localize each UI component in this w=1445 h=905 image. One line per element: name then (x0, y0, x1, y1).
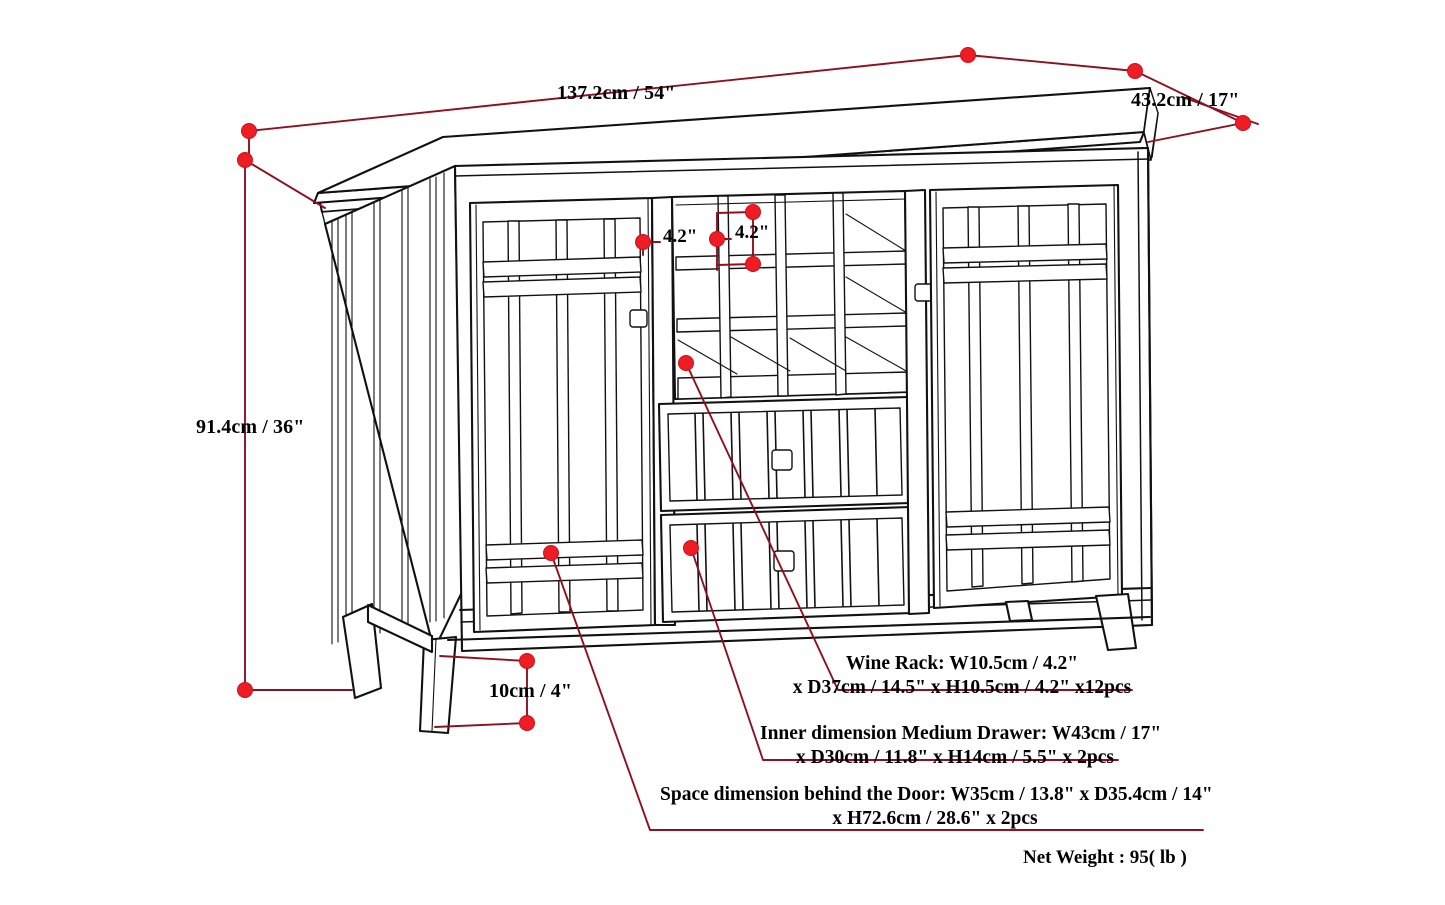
width-dimension-label: 137.2cm / 54" (557, 82, 676, 104)
note-wine-rack-line1: Wine Rack: W10.5cm / 4.2" (845, 653, 1079, 674)
dimension-cubby-width (635, 234, 661, 256)
drawer-lower[interactable] (659, 505, 914, 624)
leg-clearance-label: 10cm / 4" (489, 680, 573, 702)
dimension-depth (1127, 63, 1259, 143)
left-door-knob[interactable] (629, 309, 648, 328)
wine-rack (670, 189, 910, 401)
drawer-upper[interactable] (657, 395, 912, 513)
cabinet-right-edge (1137, 146, 1154, 627)
depth-dimension-label: 43.2cm / 17" (1131, 89, 1240, 111)
leader-behind-door (543, 545, 1204, 831)
cubby-height-label: 4.2" (735, 222, 770, 243)
dimension-leg-clearance (434, 653, 535, 731)
cabinet-drawers[interactable] (657, 395, 914, 624)
cabinet-right-door[interactable] (928, 183, 1124, 610)
cubby-width-label: 4.2" (663, 226, 698, 247)
right-divider (903, 188, 933, 616)
note-wine-rack-line2: x D37cm / 14.5" x H10.5cm / 4.2" x12pcs (792, 677, 1132, 699)
note-medium-drawer: Inner dimension Medium Drawer: W43cm / 1… (760, 722, 1162, 771)
note-behind-door-line2: x H72.6cm / 28.6" x 2pcs (832, 808, 1038, 830)
upper-drawer-knob[interactable] (771, 449, 793, 471)
note-behind-door-line1: Space dimension behind the Door: W35cm /… (660, 784, 1213, 805)
cabinet-left-side-panel (323, 164, 464, 652)
lower-drawer-knob[interactable] (773, 550, 795, 572)
leader-medium-drawer (683, 540, 1119, 761)
note-medium-drawer-line1: Inner dimension Medium Drawer: W43cm / 1… (760, 723, 1162, 744)
leader-wine-rack (678, 355, 1133, 691)
net-weight-label: Net Weight : 95( lb ) (1023, 847, 1187, 868)
cabinet-drawing (312, 86, 1159, 735)
note-wine-rack: Wine Rack: W10.5cm / 4.2" x D37cm / 14.5… (787, 652, 1137, 701)
height-dimension-label: 91.4cm / 36" (196, 416, 305, 438)
note-behind-door: Space dimension behind the Door: W35cm /… (660, 783, 1213, 832)
dimension-height (237, 152, 353, 698)
dimension-cubby-height (709, 204, 761, 272)
right-door-knob[interactable] (914, 283, 933, 302)
cabinet-left-door[interactable] (468, 196, 657, 634)
cabinet-legs (341, 592, 1138, 735)
dimension-width (241, 47, 1136, 161)
note-medium-drawer-line2: x D30cm / 11.8" x H14cm / 5.5" x 2pcs (796, 747, 1114, 769)
